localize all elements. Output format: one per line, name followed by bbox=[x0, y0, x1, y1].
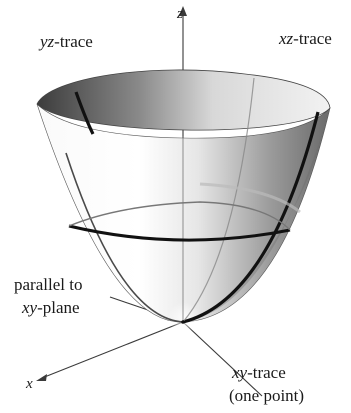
xz-trace-back bbox=[182, 77, 255, 323]
yz-trace-curve bbox=[65, 152, 184, 323]
horizontal-trace-back bbox=[68, 201, 291, 231]
parallel-plane-label-line2: xy-plane bbox=[21, 298, 80, 317]
z-axis-label: z bbox=[176, 6, 183, 22]
x-axis-arrowhead bbox=[36, 374, 47, 381]
x-axis-label: x bbox=[25, 376, 33, 392]
yz-trace-curve-front bbox=[74, 91, 95, 135]
xy-trace-label-line2: (one point) bbox=[229, 386, 304, 405]
xz-trace-label: xz-trace bbox=[278, 29, 332, 48]
horizontal-trace-shadow bbox=[199, 182, 301, 214]
xz-trace-curve bbox=[182, 111, 320, 324]
z-axis-arrowhead bbox=[179, 6, 187, 16]
xy-trace-label-line1: xy-trace bbox=[231, 363, 286, 382]
parallel-plane-label-line1: parallel to bbox=[14, 275, 82, 294]
yz-trace-label: yz-trace bbox=[38, 32, 93, 51]
paraboloid-surface bbox=[36, 103, 331, 323]
xy-trace-point bbox=[181, 320, 185, 324]
y-axis-front bbox=[182, 321, 263, 397]
x-axis bbox=[41, 321, 184, 379]
horizontal-trace-front bbox=[68, 224, 291, 242]
paraboloid-rim-interior bbox=[36, 69, 331, 131]
traces bbox=[65, 77, 320, 324]
